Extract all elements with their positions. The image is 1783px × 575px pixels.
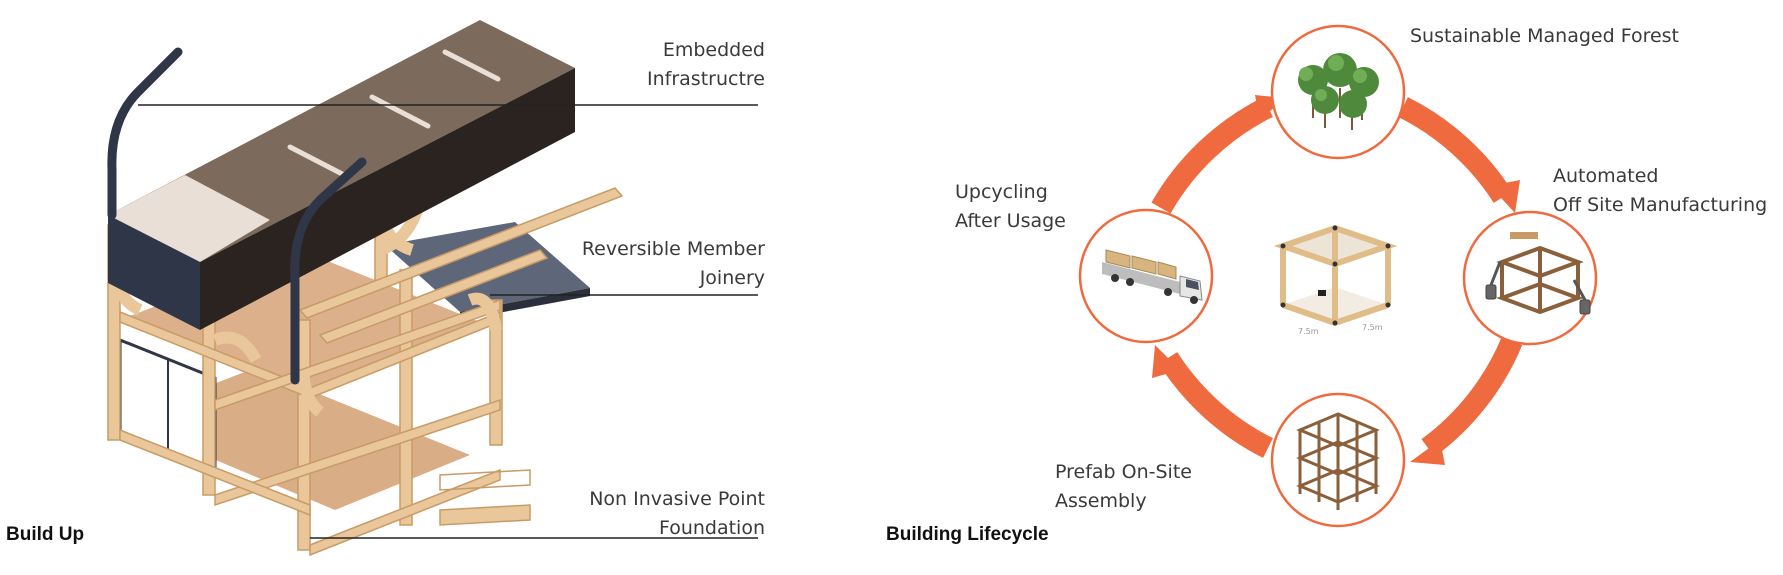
label-line: Prefab On-Site	[1055, 461, 1192, 483]
label-line: Non Invasive Point	[589, 488, 765, 510]
roof-navy-face	[108, 215, 200, 330]
label-line: Upcycling	[955, 181, 1048, 203]
timber-lattice-icon	[1296, 412, 1380, 510]
cycle-arrow-upcycling-to-forest	[1151, 97, 1274, 214]
skylight-slot	[442, 49, 501, 82]
label-line: Sustainable Managed Forest	[1410, 25, 1680, 47]
label-point-foundation: Non Invasive Point Foundation	[589, 485, 765, 543]
arched-bracket	[467, 292, 502, 332]
foundation-footing	[439, 469, 531, 491]
timber-beam-long	[298, 187, 624, 319]
skylight-slot	[369, 94, 431, 129]
stage-circle-forest	[1270, 24, 1406, 160]
infrastructure-pipe	[107, 47, 183, 220]
arrowhead	[1410, 440, 1445, 465]
infrastructure-pipe	[290, 157, 367, 385]
skylight-slot	[287, 144, 351, 180]
label-line: Infrastructre	[647, 68, 765, 90]
arched-bracket	[212, 331, 262, 364]
dimension-label: 7.5m	[1362, 323, 1383, 332]
label-line: After Usage	[955, 210, 1066, 232]
timber-beam-long	[318, 249, 549, 344]
truck-icon	[1102, 249, 1203, 304]
label-line: Off Site Manufacturing	[1553, 194, 1768, 216]
robotic-assembly-icon	[1485, 232, 1591, 315]
dimension-label: 7.5m	[1298, 327, 1319, 336]
label-stage-forest: Sustainable Managed Forest	[1410, 22, 1679, 51]
label-reversible-joinery: Reversible Member Joinery	[582, 235, 765, 293]
arrowhead	[1152, 345, 1180, 378]
timber-beam	[214, 298, 501, 412]
label-stage-upcycling: Upcycling After Usage	[955, 178, 1066, 236]
center-frame-module-icon: 7.5m 7.5m	[1273, 224, 1398, 336]
stage-circle-manufacturing	[1462, 210, 1598, 346]
label-line: Joinery	[699, 267, 765, 289]
arched-bracket	[298, 371, 324, 417]
cycle-arrow-assembly-to-upcycling	[1158, 351, 1274, 458]
label-embedded-infrastructure: Embedded Infrastructre	[647, 36, 765, 94]
cycle-arrow-manufacturing-to-assembly	[1421, 336, 1523, 457]
foundation-footing	[439, 504, 531, 526]
lifecycle-diagram: 7.5m 7.5m	[1078, 24, 1598, 528]
label-line: Embedded	[662, 39, 765, 61]
label-stage-manufacturing: Automated Off Site Manufacturing	[1553, 162, 1767, 220]
build-up-illustration	[107, 20, 758, 557]
label-line: Foundation	[658, 517, 765, 539]
trees-icon	[1298, 53, 1379, 130]
roof-light-end	[108, 175, 270, 262]
timber-post	[297, 319, 311, 551]
build-up-title: Build Up	[6, 524, 85, 545]
building-lifecycle-title: Building Lifecycle	[886, 524, 1049, 545]
arrowhead	[1490, 180, 1520, 213]
timber-beam	[309, 468, 501, 557]
timber-beam	[119, 428, 311, 517]
timber-beam	[214, 398, 501, 507]
label-line: Assembly	[1055, 490, 1147, 512]
label-line: Automated	[1553, 165, 1659, 187]
label-stage-assembly: Prefab On-Site Assembly	[1055, 458, 1192, 516]
cycle-arrow-forest-to-manufacturing	[1397, 97, 1513, 204]
label-line: Reversible Member	[581, 238, 765, 260]
